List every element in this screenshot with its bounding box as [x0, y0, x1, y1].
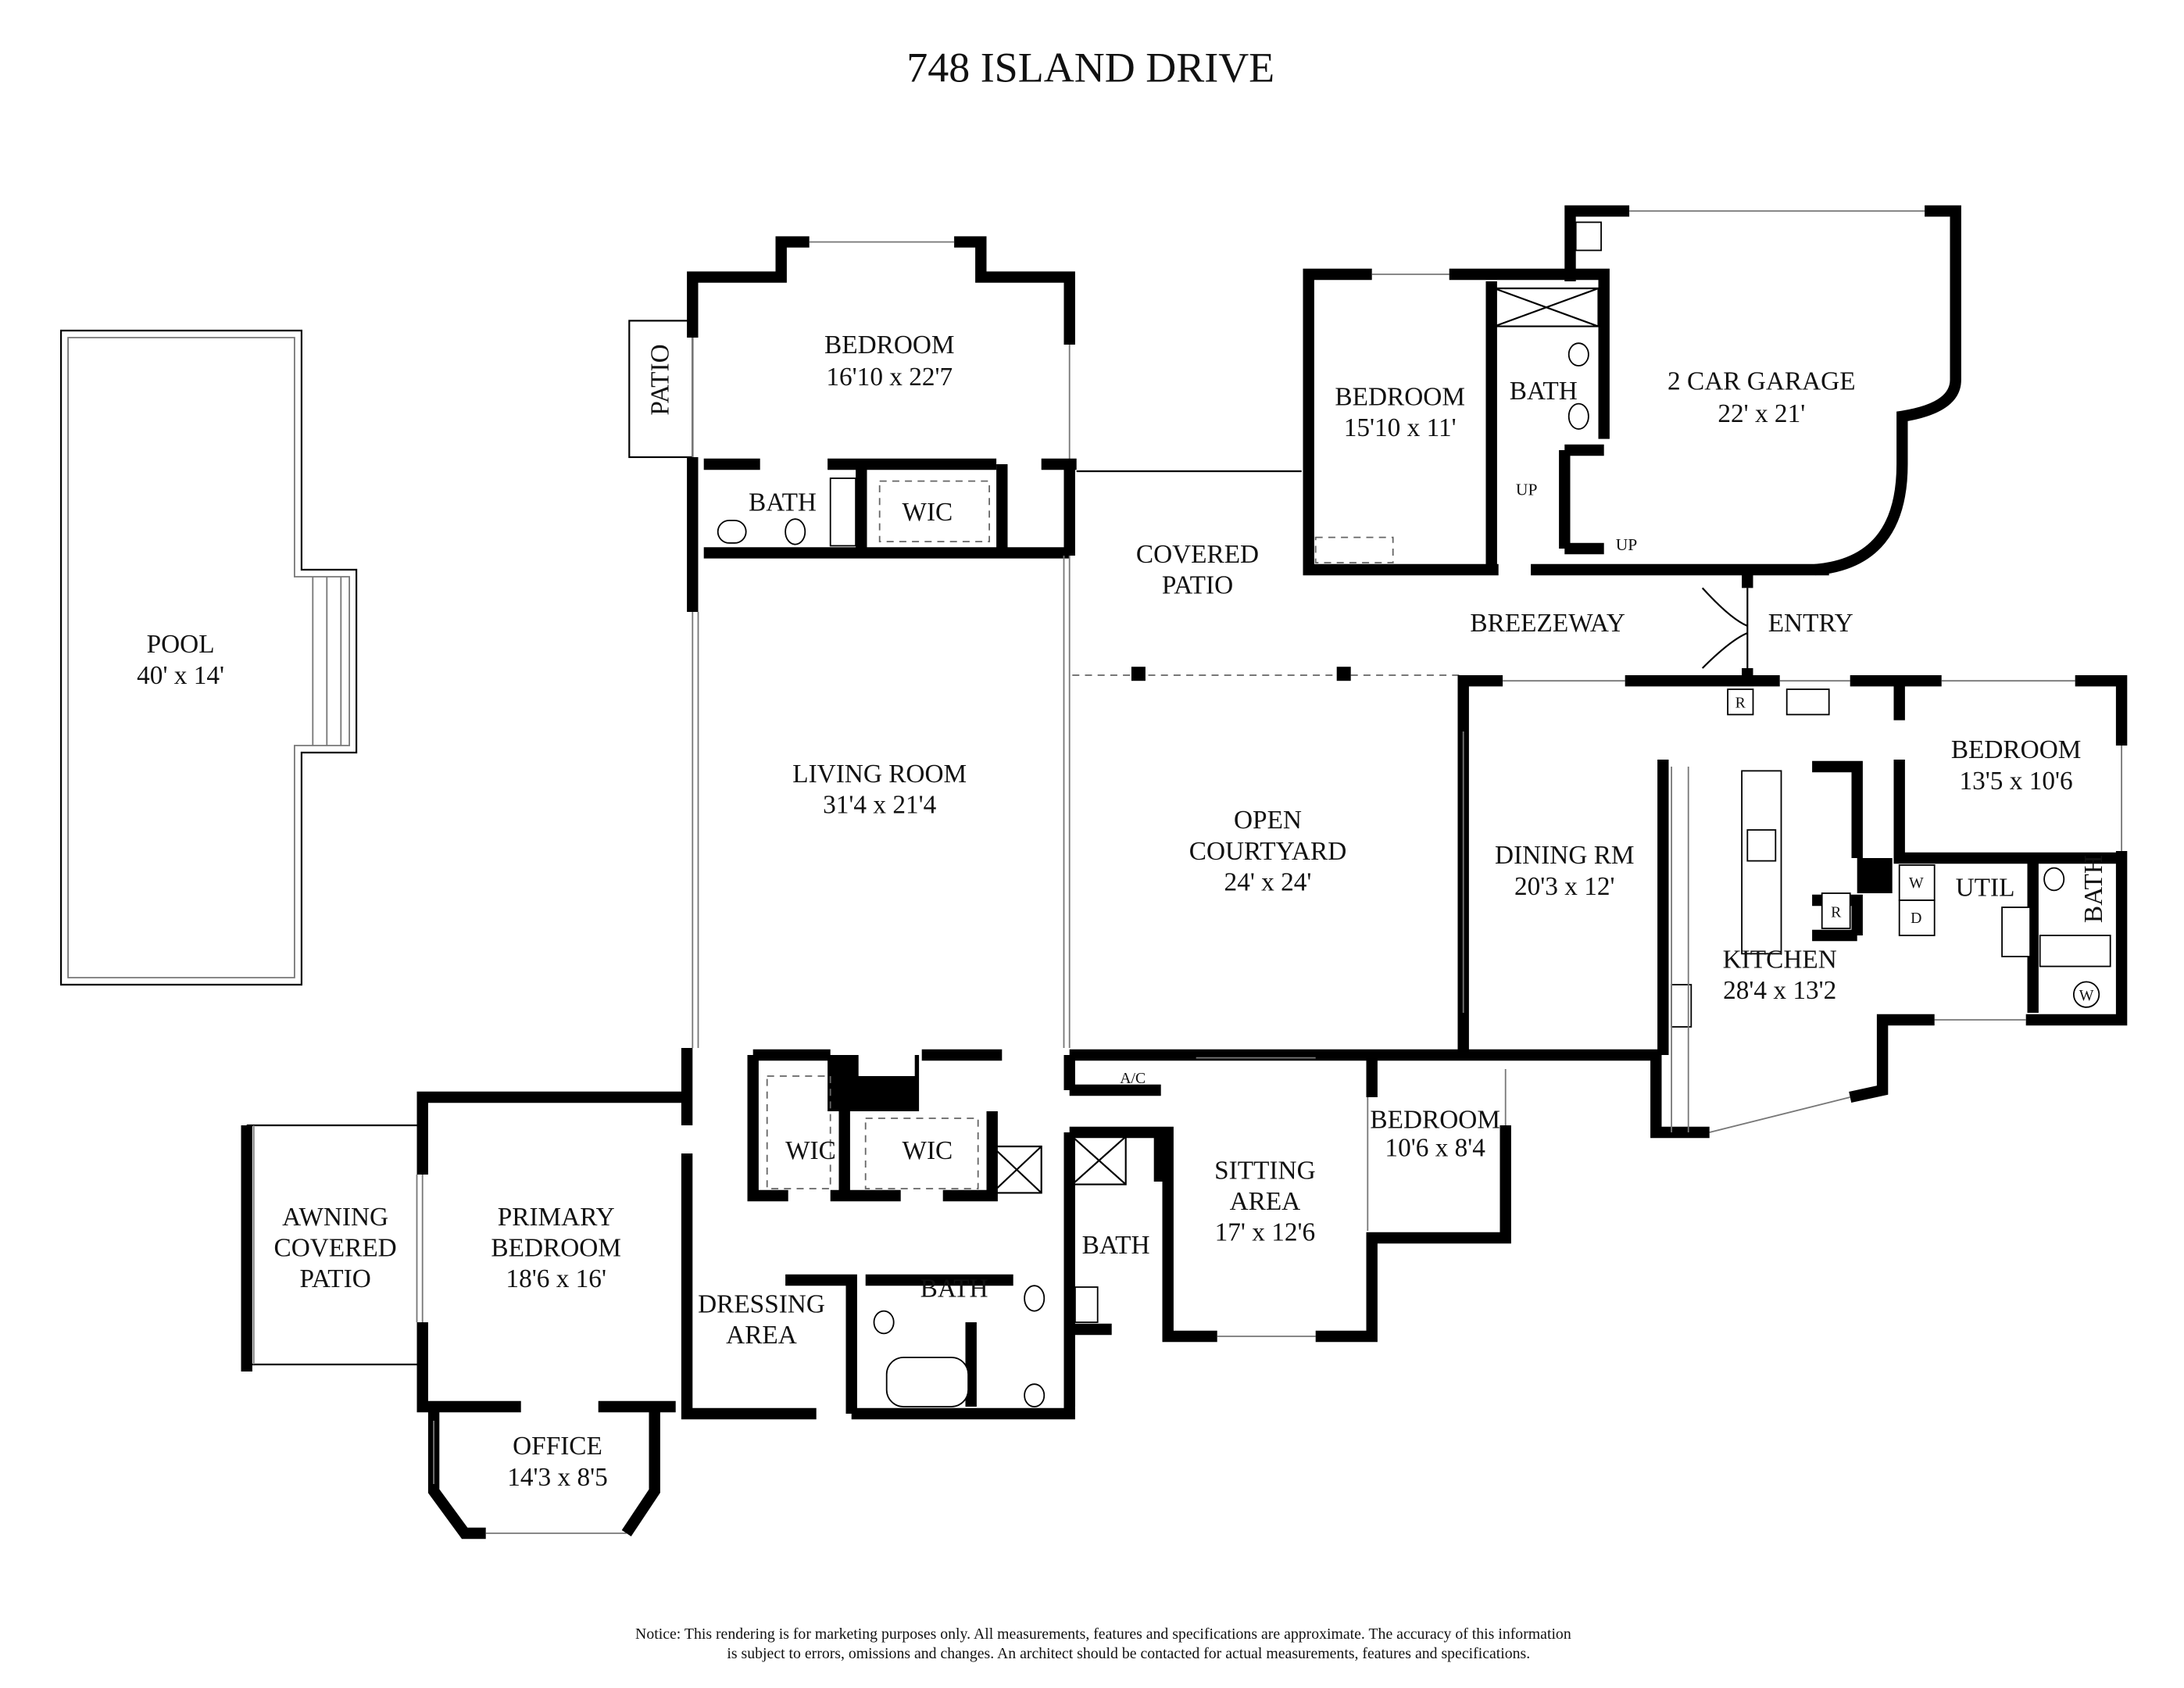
bedroom-guest-dims: 15'10 x 11'	[1344, 413, 1457, 442]
bath-primary-name: BATH	[920, 1275, 988, 1304]
kitchen-dims: 28'4 x 13'2	[1723, 976, 1836, 1005]
awning-line1: AWNING	[282, 1203, 388, 1232]
covered-patio-line2: PATIO	[1162, 571, 1233, 600]
water-heater-label: W	[2079, 987, 2094, 1004]
living-room-dims: 31'4 x 21'4	[823, 790, 937, 819]
courtyard-line2: COURTYARD	[1189, 837, 1347, 866]
primary-line1: PRIMARY	[498, 1203, 615, 1232]
dining-dims: 20'3 x 12'	[1514, 872, 1615, 901]
primary-dims: 18'6 x 16'	[506, 1264, 606, 1293]
bath-east-name: BATH	[2079, 855, 2108, 923]
courtyard-line1: OPEN	[1234, 806, 1302, 835]
bedroom-small-dims: 10'6 x 8'4	[1385, 1134, 1485, 1163]
pool-dims: 40' x 14'	[137, 661, 224, 690]
washer-label: W	[1909, 874, 1924, 892]
bedroom-top-dims: 16'10 x 22'7	[826, 363, 953, 392]
notice-line-2: is subject to errors, omissions and chan…	[727, 1645, 1530, 1662]
wic-top-name: WIC	[903, 498, 953, 527]
notice-line-1: Notice: This rendering is for marketing …	[635, 1625, 1571, 1643]
office-dims: 14'3 x 8'5	[507, 1463, 608, 1492]
awning-line3: PATIO	[299, 1264, 370, 1293]
plan-title: 748 ISLAND DRIVE	[906, 44, 1274, 91]
garage-name: 2 CAR GARAGE	[1667, 367, 1856, 396]
guest-garage-walls	[1303, 205, 1961, 576]
util-name: UTIL	[1956, 874, 2015, 903]
west-wing-walls	[687, 236, 1077, 1048]
dryer-label: D	[1911, 910, 1921, 927]
pool	[60, 329, 358, 986]
sitting-line1: SITTING	[1214, 1156, 1315, 1185]
kitchen-name: KITCHEN	[1723, 945, 1837, 974]
garage-dims: 22' x 21'	[1718, 399, 1805, 428]
living-room-name: LIVING ROOM	[792, 760, 967, 789]
bath-guest-name: BATH	[1510, 377, 1578, 406]
office-name: OFFICE	[513, 1432, 602, 1461]
dining-name: DINING RM	[1495, 841, 1634, 870]
fridge-label: R	[1735, 694, 1746, 711]
sitting-dims: 17' x 12'6	[1215, 1218, 1316, 1247]
room-labels: POOL 40' x 14' PATIO BEDROOM 16'10 x 22'…	[137, 331, 2108, 1492]
courtyard-dims: 24' x 24'	[1224, 867, 1312, 896]
ac-label: A/C	[1120, 1070, 1146, 1087]
breezeway-name: BREEZEWAY	[1470, 609, 1625, 638]
bedroom-east-name: BEDROOM	[1951, 735, 2082, 764]
awning-line2: COVERED	[273, 1233, 396, 1262]
primary-line2: BEDROOM	[491, 1233, 621, 1262]
fridge-label-2: R	[1831, 904, 1842, 921]
stairs-up-label-2: UP	[1616, 535, 1638, 554]
entry-name: ENTRY	[1768, 609, 1853, 638]
stairs-up-label: UP	[1516, 481, 1538, 499]
covered-patio-line1: COVERED	[1136, 540, 1259, 569]
bedroom-small-name: BEDROOM	[1370, 1106, 1500, 1135]
bedroom-east-dims: 13'5 x 10'6	[1960, 767, 2073, 796]
wic-a-name: WIC	[785, 1136, 836, 1165]
sitting-line2: AREA	[1230, 1187, 1301, 1216]
dressing-line1: DRESSING	[698, 1289, 825, 1318]
dressing-line2: AREA	[726, 1321, 797, 1350]
bedroom-top-name: BEDROOM	[824, 331, 955, 359]
bath-top-name: BATH	[749, 488, 817, 517]
south-center-walls	[1024, 1055, 1511, 1407]
wic-b-name: WIC	[903, 1136, 953, 1165]
bath-sitting-name: BATH	[1082, 1231, 1150, 1260]
primary-suite-walls	[241, 1048, 1075, 1540]
east-wing-walls	[1069, 675, 2128, 1139]
patio-name: PATIO	[646, 344, 675, 415]
pool-name: POOL	[147, 630, 215, 659]
bedroom-guest-name: BEDROOM	[1335, 382, 1465, 411]
